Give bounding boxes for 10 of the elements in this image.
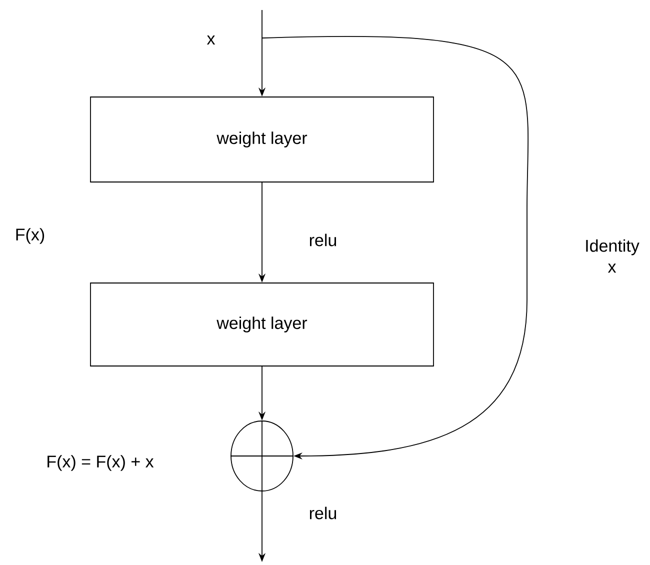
layer-box: weight layer [90, 282, 434, 366]
sum-symbol [230, 420, 294, 492]
edge-label: relu [308, 506, 338, 520]
edge-label: relu [308, 232, 338, 248]
layer-box: weight layer [90, 96, 434, 182]
block-label: F(x) [16, 228, 44, 244]
curved-arrow [262, 36, 529, 460]
block-label: F(x) = F(x) + x [48, 455, 154, 471]
edge-label: x [206, 34, 216, 46]
edge-label: Identity x [580, 238, 644, 274]
